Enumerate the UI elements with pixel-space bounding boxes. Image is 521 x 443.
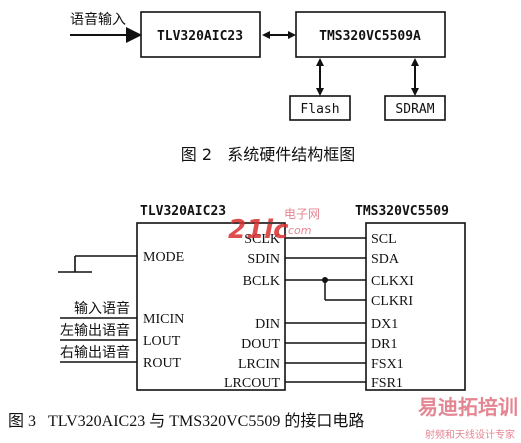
watermark-21ic-domain: com xyxy=(288,224,312,237)
pin-clkri: CLKRI xyxy=(371,294,413,309)
pin-dout: DOUT xyxy=(241,337,280,352)
watermark-21ic-logo: 21ic xyxy=(228,215,289,245)
pin-fsr1: FSR1 xyxy=(371,376,403,391)
watermark-21ic: 21ic 电子网 com xyxy=(228,207,320,245)
left-chip-box xyxy=(136,222,286,391)
voice-input-label: 语音输入 xyxy=(70,11,126,28)
watermark-edatop: 易迪拓培训 射频和天线设计专家 xyxy=(418,395,518,441)
pin-mode: MODE xyxy=(143,250,184,265)
pin-bclk: BCLK xyxy=(243,274,280,289)
figure-3: TLV320AIC23 TMS320VC5509 输入语音 左输出语音 右输出语… xyxy=(8,204,466,430)
pin-sda: SDA xyxy=(371,252,400,267)
dsp-block xyxy=(295,11,446,58)
codec-dsp-arrow-right xyxy=(288,31,296,39)
watermark-21ic-text: 电子网 xyxy=(284,207,320,221)
figure-2: 语音输入 TLV320AIC23 TMS320VC5509A Flash SDR… xyxy=(70,11,446,164)
pin-scl: SCL xyxy=(371,232,397,247)
audio-label-input: 输入语音 xyxy=(74,300,130,317)
right-chip-box xyxy=(365,222,466,391)
codec-dsp-arrow-left xyxy=(262,31,270,39)
figure-2-caption: 图 2 系统硬件结构框图 xyxy=(181,145,356,164)
pin-lout: LOUT xyxy=(143,334,181,349)
pin-dx1: DX1 xyxy=(371,317,398,332)
dsp-label: TMS320VC5509A xyxy=(319,29,421,44)
dsp-sdram-arrow-down xyxy=(411,88,419,96)
pin-dr1: DR1 xyxy=(371,337,397,352)
junction-dot xyxy=(322,277,328,283)
pin-sclk: SCLK xyxy=(244,232,280,247)
sdram-block xyxy=(384,95,446,121)
watermark-edatop-sub: 射频和天线设计专家 xyxy=(425,428,515,441)
dsp-flash-arrow-up xyxy=(316,58,324,66)
codec-block xyxy=(140,11,261,58)
left-chip-title: TLV320AIC23 xyxy=(140,204,226,219)
audio-label-right-out: 右输出语音 xyxy=(60,344,130,361)
dsp-sdram-arrow-up xyxy=(411,58,419,66)
pin-rout: ROUT xyxy=(143,356,182,371)
pin-micin: MICIN xyxy=(143,312,184,327)
dsp-flash-arrow-down xyxy=(316,88,324,96)
flash-block xyxy=(289,95,351,121)
pin-din: DIN xyxy=(255,317,280,332)
codec-label: TLV320AIC23 xyxy=(157,29,243,44)
right-chip-title: TMS320VC5509 xyxy=(355,204,449,219)
flash-label: Flash xyxy=(300,102,339,117)
pin-sdin: SDIN xyxy=(247,252,280,267)
pin-fsx1: FSX1 xyxy=(371,357,404,372)
audio-label-left-out: 左输出语音 xyxy=(60,322,130,339)
watermark-edatop-text: 易迪拓培训 xyxy=(418,395,518,419)
pin-clkxi: CLKXI xyxy=(371,274,414,289)
pin-lrcin: LRCIN xyxy=(238,357,280,372)
figure-3-caption: 图 3 TLV320AIC23 与 TMS320VC5509 的接口电路 xyxy=(8,412,364,430)
pin-lrcout: LRCOUT xyxy=(224,376,280,391)
sdram-label: SDRAM xyxy=(395,102,434,117)
